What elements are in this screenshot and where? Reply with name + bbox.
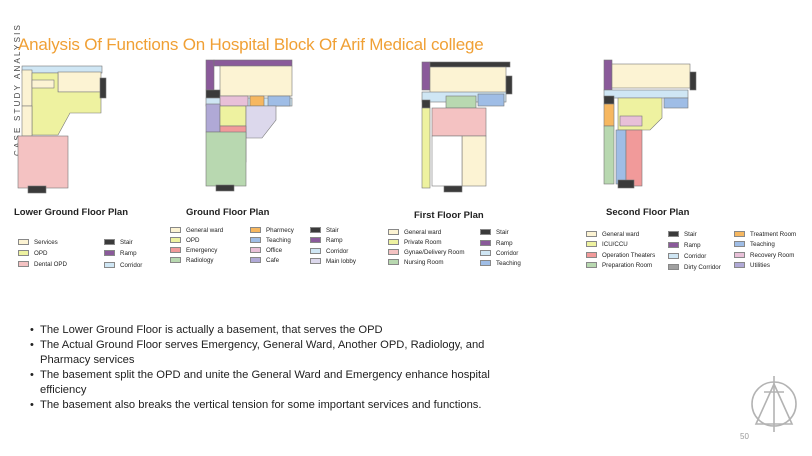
- page-number: 50: [740, 432, 749, 441]
- legend-swatch: [480, 250, 491, 256]
- legend-swatch: [104, 250, 115, 256]
- legend-swatch: [668, 242, 679, 248]
- legend-item: Preparation Room: [586, 261, 652, 269]
- legend-item: Operation Theaters: [586, 251, 655, 259]
- page-title: Analysis Of Functions On Hospital Block …: [18, 35, 484, 54]
- plan-name-first: First Floor Plan: [414, 210, 484, 221]
- legend-item: Nursing Room: [388, 258, 444, 266]
- legend-swatch: [250, 247, 261, 253]
- legend-item: ICU/CCU: [586, 240, 628, 248]
- legend-item: Teaching: [250, 236, 291, 244]
- legend-swatch: [310, 227, 321, 233]
- legend-item: Recovery Room: [734, 251, 794, 259]
- legend-item: OPD: [18, 249, 47, 257]
- legend-item: Dental OPD: [18, 260, 67, 268]
- legend-swatch: [104, 239, 115, 245]
- legend-swatch: [170, 237, 181, 243]
- legend-swatch: [388, 229, 399, 235]
- legend-item: Teaching: [480, 259, 521, 267]
- legend-item: Corridor: [668, 252, 706, 260]
- legend-item: General ward: [586, 230, 639, 238]
- legend-swatch: [310, 258, 321, 264]
- legend-item: Office: [250, 246, 282, 254]
- legend-swatch: [104, 262, 115, 268]
- floor-plan-ground: [205, 59, 293, 192]
- legend-item: Ramp: [104, 249, 137, 257]
- legend-item: Radiology: [170, 256, 214, 264]
- legend-swatch: [668, 264, 679, 270]
- plan-name-ground: Ground Floor Plan: [186, 207, 270, 218]
- legend-item: Pharmecy: [250, 226, 294, 234]
- legend-item: Ramp: [480, 239, 513, 247]
- legend-item: OPD: [170, 236, 199, 244]
- legend-item: Cafe: [250, 256, 279, 264]
- legend-swatch: [388, 239, 399, 245]
- bullet-item: The Actual Ground Floor serves Emergency…: [30, 338, 530, 368]
- legend-swatch: [170, 257, 181, 263]
- plan-name-lower-ground: Lower Ground Floor Plan: [14, 207, 128, 218]
- legend-swatch: [250, 257, 261, 263]
- legend-swatch: [480, 229, 491, 235]
- legend-item: Corridor: [310, 247, 348, 255]
- legend-item: Treatment Room: [734, 230, 796, 238]
- floor-plan-first: [421, 61, 513, 193]
- bullet-item: The basement split the OPD and unite the…: [30, 368, 530, 398]
- legend-swatch: [734, 252, 745, 258]
- floor-plans: [17, 59, 697, 194]
- legend-swatch: [18, 239, 29, 245]
- legend-swatch: [388, 249, 399, 255]
- legend-item: Gynae/Delivery Room: [388, 248, 465, 256]
- legend-item: Corridor: [480, 249, 518, 257]
- legend-swatch: [668, 253, 679, 259]
- legend-swatch: [480, 260, 491, 266]
- legend-item: Services: [18, 238, 58, 246]
- legend-item: General ward: [170, 226, 223, 234]
- logo-triangle-circle-icon: [751, 376, 797, 432]
- legend-swatch: [668, 231, 679, 237]
- legend-item: Main lobby: [310, 257, 356, 265]
- legend-swatch: [170, 247, 181, 253]
- legend-swatch: [310, 248, 321, 254]
- legend-item: Dirty Corridor: [668, 263, 721, 271]
- legend-item: General ward: [388, 228, 441, 236]
- legend-swatch: [250, 227, 261, 233]
- legend-swatch: [586, 252, 597, 258]
- legend-swatch: [18, 261, 29, 267]
- legend-swatch: [734, 241, 745, 247]
- bullet-item: The Lower Ground Floor is actually a bas…: [30, 323, 530, 338]
- legend-swatch: [586, 262, 597, 268]
- legend-item: Teaching: [734, 240, 775, 248]
- legend-swatch: [586, 231, 597, 237]
- legend-item: Corridor: [104, 261, 142, 269]
- legend-item: Ramp: [310, 236, 343, 244]
- legend-swatch: [734, 262, 745, 268]
- legend-swatch: [18, 250, 29, 256]
- legend-item: Ramp: [668, 241, 701, 249]
- legend-swatch: [170, 227, 181, 233]
- plan-name-second: Second Floor Plan: [606, 207, 690, 218]
- legend-item: Stair: [310, 226, 339, 234]
- legend-swatch: [250, 237, 261, 243]
- legend-item: Emergency: [170, 246, 217, 254]
- bullet-item: The basement also breaks the vertical te…: [30, 398, 530, 413]
- analysis-bullets: The Lower Ground Floor is actually a bas…: [30, 323, 530, 413]
- floor-plan-second: [603, 59, 697, 189]
- legend-item: Stair: [104, 238, 133, 246]
- legend-swatch: [586, 241, 597, 247]
- legend-item: Utilities: [734, 261, 770, 269]
- legend-item: Stair: [668, 230, 697, 238]
- floor-plan-lower-ground: [17, 65, 107, 194]
- legend-item: Private Room: [388, 238, 441, 246]
- legend-item: Stair: [480, 228, 509, 236]
- legend-swatch: [310, 237, 321, 243]
- legend-swatch: [734, 231, 745, 237]
- legend-swatch: [480, 240, 491, 246]
- legend-swatch: [388, 259, 399, 265]
